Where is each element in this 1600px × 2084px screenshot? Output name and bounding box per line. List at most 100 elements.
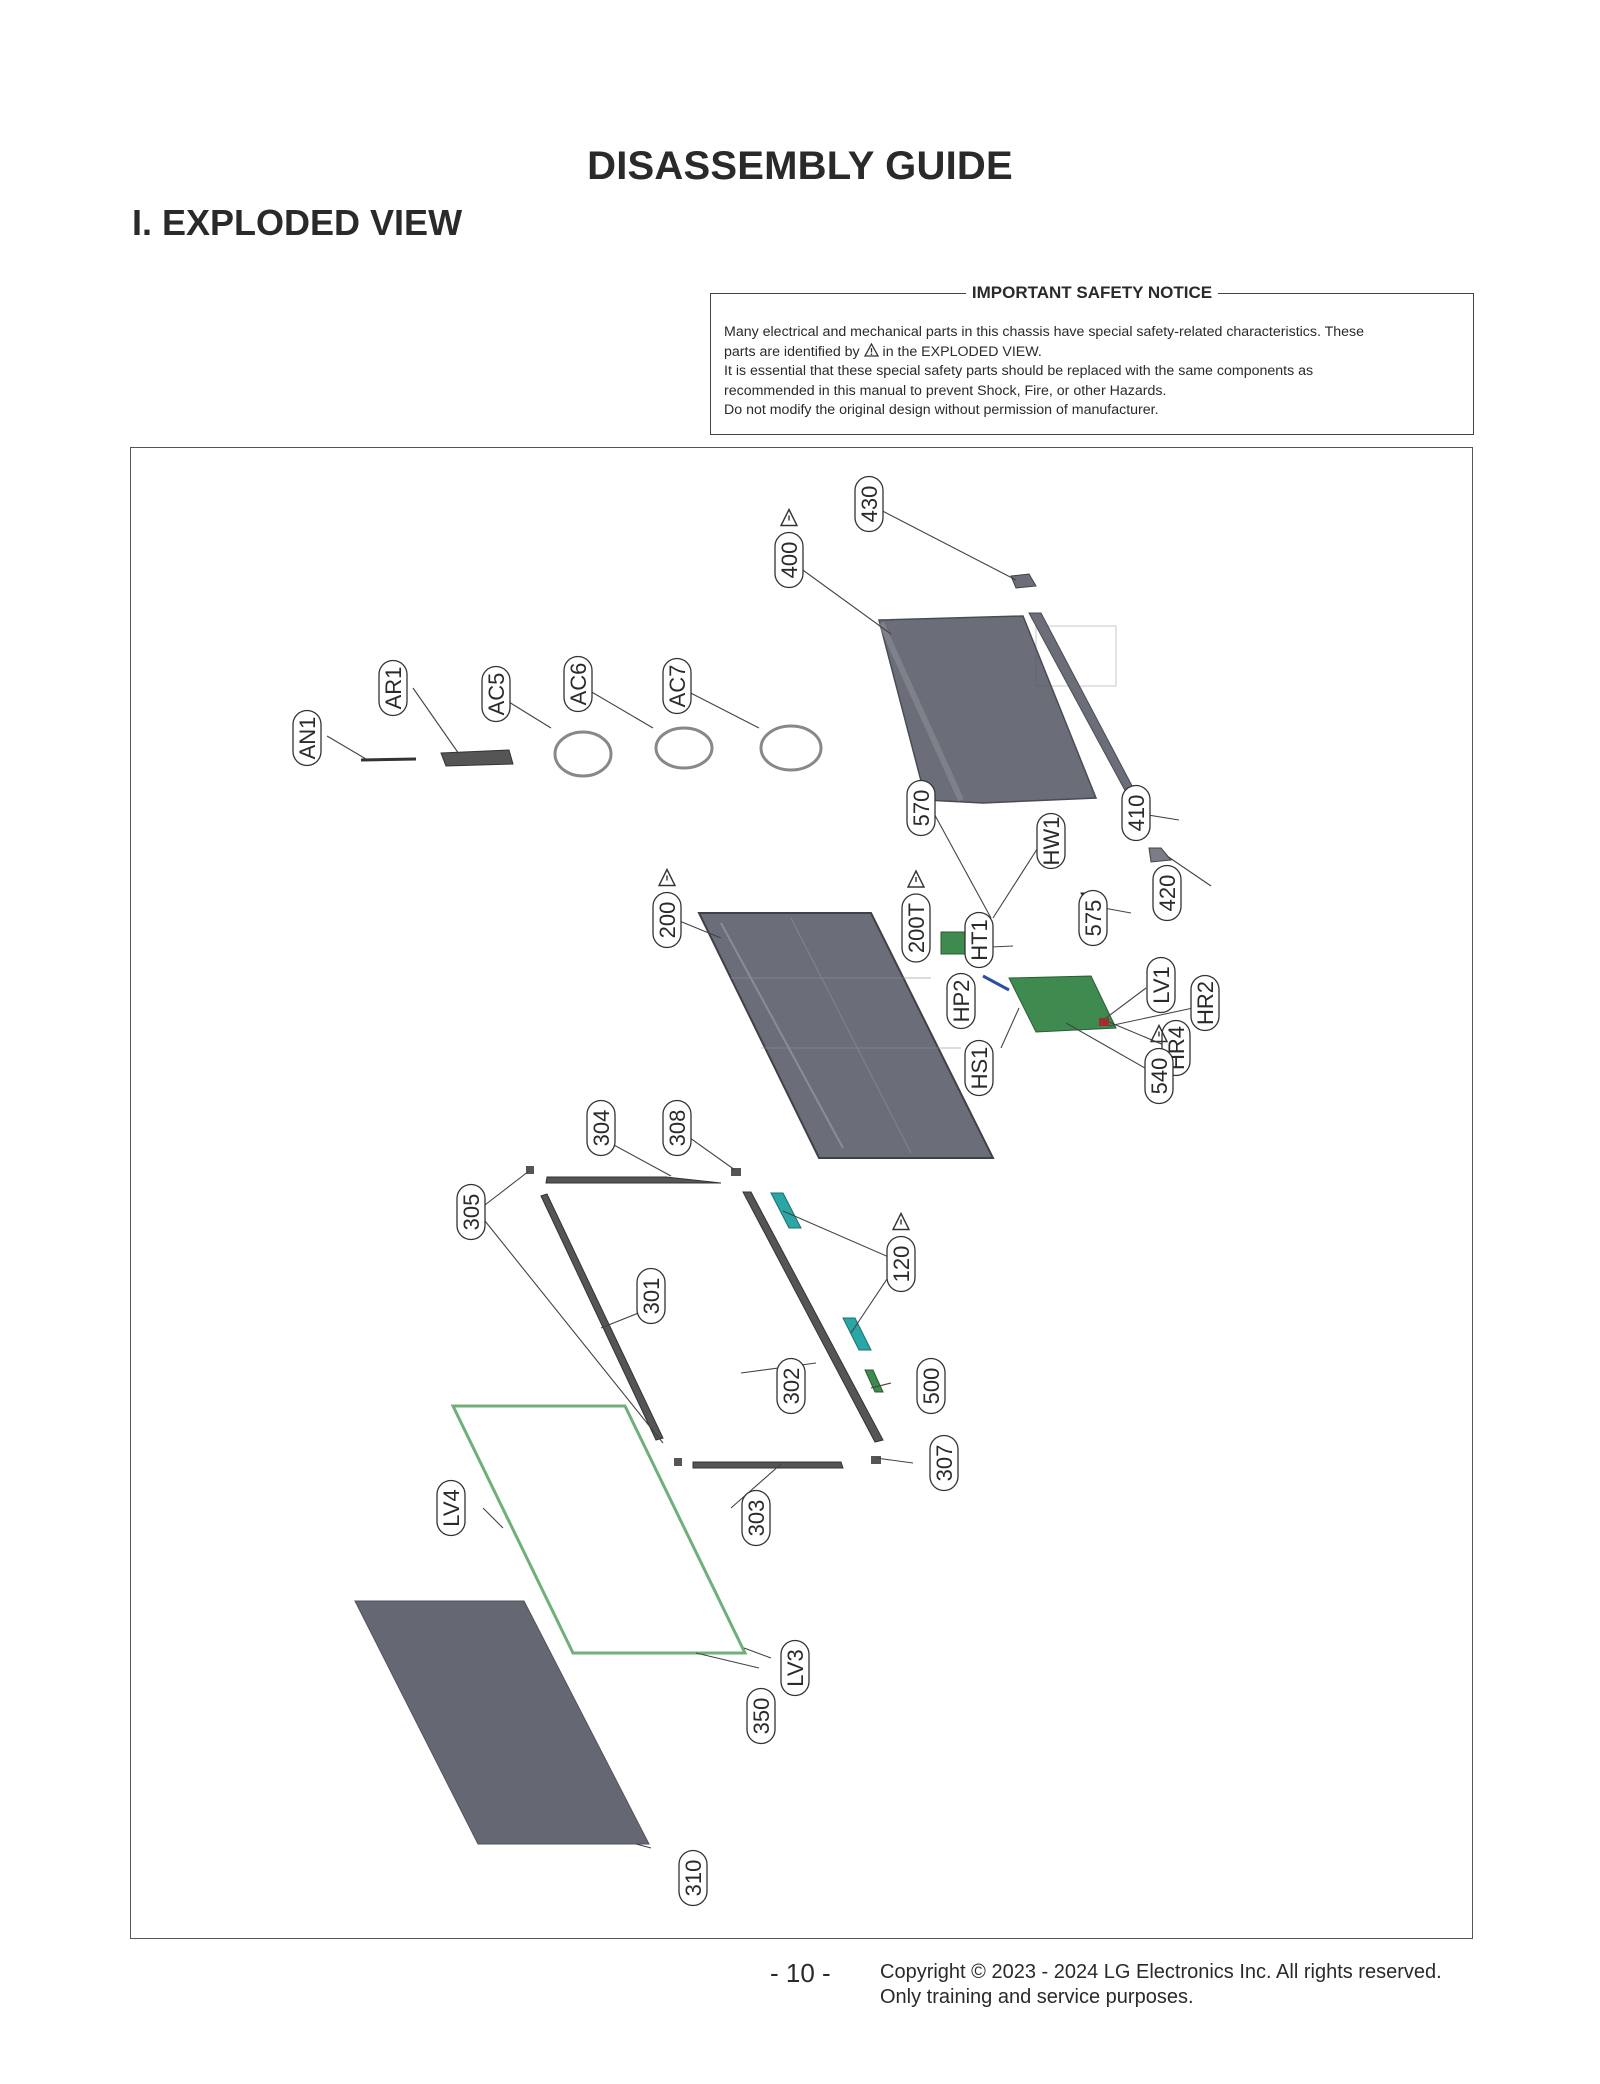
part-number-label: 308 bbox=[665, 1110, 690, 1147]
part-callout-ac7: AC7 bbox=[662, 657, 692, 715]
parts-artwork bbox=[354, 573, 1172, 1845]
exploded-view-diagram: 430400AN1AR1AC5AC6AC7410570HW14205752002… bbox=[292, 475, 1220, 1907]
left-bezel bbox=[540, 1193, 664, 1441]
section-title: I. EXPLODED VIEW bbox=[132, 202, 463, 243]
display-panel bbox=[354, 1600, 650, 1845]
part-callout-lv4: LV4 bbox=[436, 1479, 466, 1537]
speaker-right-top bbox=[770, 1192, 802, 1229]
part-callout-bubble bbox=[1144, 1047, 1174, 1105]
part-callout-200: 200 bbox=[652, 867, 682, 949]
part-callout-bubble bbox=[886, 1235, 916, 1293]
part-number-label: HP2 bbox=[949, 980, 974, 1023]
part-number-label: HT1 bbox=[967, 919, 992, 961]
safety-warning-icon bbox=[779, 507, 799, 527]
part-number-label: 350 bbox=[749, 1698, 774, 1735]
part-callout-bubble bbox=[678, 1849, 708, 1907]
part-callout-bubble bbox=[916, 1357, 946, 1415]
part-number-label: 310 bbox=[681, 1860, 706, 1897]
back-cover bbox=[878, 615, 1098, 804]
guide-panel bbox=[450, 1404, 748, 1655]
notice-line-3: It is essential that these special safet… bbox=[724, 363, 1314, 379]
part-callout-bubble bbox=[636, 1267, 666, 1325]
notice-line-2: parts are identified by in the EXPLODED … bbox=[724, 342, 1042, 360]
warning-triangle-icon bbox=[863, 342, 879, 357]
part-number-label: 120 bbox=[889, 1246, 914, 1283]
part-callout-420: 420 bbox=[1152, 864, 1182, 922]
page-title: DISASSEMBLY GUIDE bbox=[587, 144, 1013, 188]
part-callout-302: 302 bbox=[776, 1357, 806, 1415]
part-callout-bubble bbox=[746, 1687, 776, 1745]
safety-warning-icon bbox=[906, 869, 926, 888]
part-callout-bubble bbox=[774, 531, 804, 589]
part-number-label: 500 bbox=[919, 1368, 944, 1405]
part-number-label: LV3 bbox=[783, 1649, 808, 1687]
part-callout-307: 307 bbox=[929, 1434, 959, 1492]
part-callout-bubble bbox=[1190, 974, 1220, 1032]
part-number-label: HS1 bbox=[967, 1047, 992, 1090]
part-callout-hr2: HR2 bbox=[1190, 974, 1220, 1032]
part-number-label: 307 bbox=[932, 1445, 957, 1482]
part-number-label: 200 bbox=[655, 902, 680, 939]
part-callout-430: 430 bbox=[854, 475, 884, 533]
part-number-label: 410 bbox=[1124, 795, 1149, 832]
part-callout-an1: AN1 bbox=[292, 709, 322, 767]
part-callout-304: 304 bbox=[586, 1099, 616, 1157]
part-number-label: 400 bbox=[777, 542, 802, 579]
part-callout-bubble bbox=[1078, 889, 1108, 947]
rear-frame bbox=[697, 912, 995, 1159]
copyright-line-2: Only training and service purposes. bbox=[880, 1986, 1194, 2008]
copyright-notice: Copyright © 2023 - 2024 LG Electronics I… bbox=[880, 1960, 1442, 2010]
part-callout-308: 308 bbox=[662, 1099, 692, 1157]
part-callout-200t: 200T bbox=[901, 869, 931, 963]
part-callout-lv3: LV3 bbox=[780, 1639, 810, 1697]
part-number-label: LV4 bbox=[439, 1489, 464, 1527]
part-callout-bubble bbox=[964, 911, 994, 969]
part-number-label: HW1 bbox=[1039, 817, 1064, 866]
part-callout-ar1: AR1 bbox=[378, 659, 408, 717]
part-callout-hw1: HW1 bbox=[1036, 812, 1066, 870]
part-number-label: LV1 bbox=[1149, 966, 1174, 1004]
right-bezel bbox=[742, 1191, 884, 1443]
part-callout-bubble bbox=[964, 1039, 994, 1097]
part-callout-hp2: HP2 bbox=[946, 972, 976, 1030]
part-callout-bubble bbox=[662, 657, 692, 715]
safety-notice-box: IMPORTANT SAFETY NOTICE Many electrical … bbox=[710, 283, 1474, 435]
part-callout-bubble bbox=[906, 779, 936, 837]
speaker-right-bottom bbox=[842, 1317, 872, 1351]
cable-ac5 bbox=[553, 730, 613, 778]
part-callout-bubble bbox=[1121, 784, 1151, 842]
part-callout-310: 310 bbox=[678, 1849, 708, 1907]
safety-warning-icon bbox=[1149, 1023, 1169, 1043]
part-callout-bubble bbox=[929, 1434, 959, 1492]
ir-board bbox=[864, 1369, 884, 1393]
part-callout-570: 570 bbox=[906, 779, 936, 837]
part-number-label: 575 bbox=[1081, 900, 1106, 937]
part-number-label: 304 bbox=[589, 1110, 614, 1147]
main-board bbox=[1008, 975, 1117, 1033]
cable-ac6 bbox=[654, 726, 714, 770]
part-callout-400: 400 bbox=[774, 507, 804, 589]
notice-line-5: Do not modify the original design withou… bbox=[724, 402, 1159, 418]
part-number-label: 303 bbox=[744, 1500, 769, 1537]
part-number-label: 302 bbox=[779, 1368, 804, 1405]
part-callout-bubble bbox=[292, 709, 322, 767]
safety-warning-icon bbox=[891, 1211, 911, 1231]
stand-foot bbox=[1148, 847, 1172, 863]
part-number-label: 301 bbox=[639, 1278, 664, 1315]
part-callout-bubble bbox=[563, 655, 593, 713]
cable-ac7 bbox=[759, 724, 823, 772]
part-number-label: 570 bbox=[909, 790, 934, 827]
part-number-label: 305 bbox=[459, 1194, 484, 1231]
part-callout-540: 540 bbox=[1144, 1023, 1174, 1105]
part-callout-bubble bbox=[741, 1489, 771, 1547]
part-callout-ht1: HT1 bbox=[964, 911, 994, 969]
copyright-line-1: Copyright © 2023 - 2024 LG Electronics I… bbox=[880, 1961, 1442, 1983]
part-callout-bubble bbox=[586, 1099, 616, 1157]
part-callout-410: 410 bbox=[1121, 784, 1151, 842]
part-number-label: AR1 bbox=[381, 667, 406, 710]
part-callout-120: 120 bbox=[886, 1211, 916, 1293]
part-callout-bubble bbox=[946, 972, 976, 1030]
part-number-label: AC6 bbox=[566, 663, 591, 706]
